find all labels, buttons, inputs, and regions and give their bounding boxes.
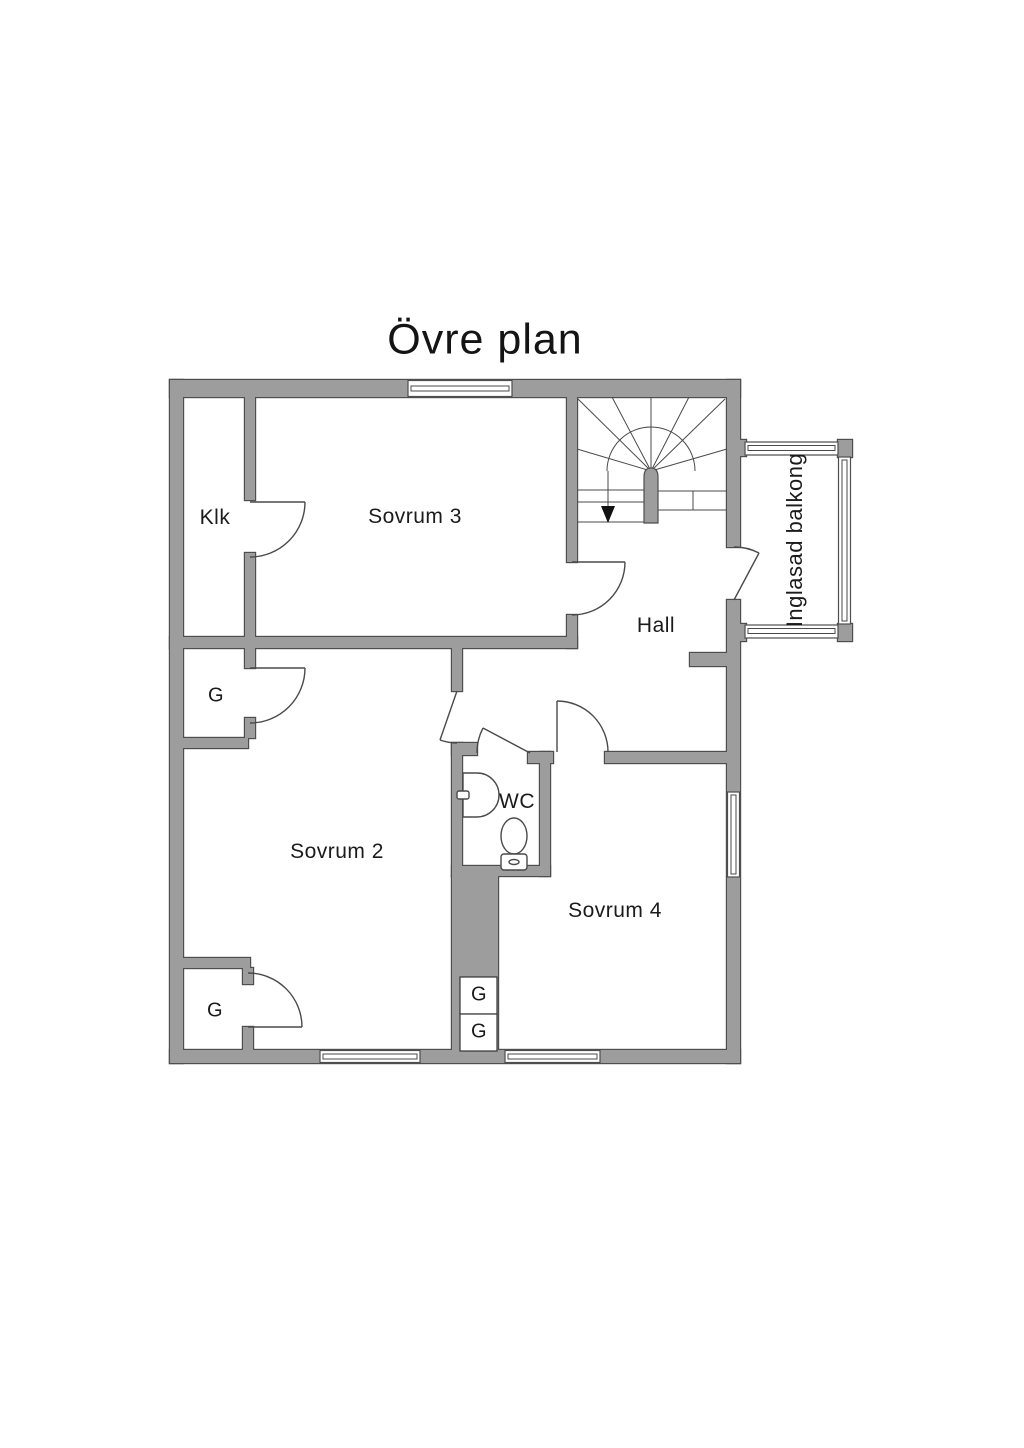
staircase <box>576 396 728 524</box>
balcony-glazing-bottom <box>744 624 839 639</box>
window-bottom-right <box>504 1049 601 1064</box>
closet-label-middle-bottom: G <box>470 1020 488 1043</box>
closet-label-middle-top: G <box>470 983 488 1006</box>
door-sovrum2 <box>439 690 458 744</box>
window-top <box>407 379 513 398</box>
balcony-glazing-top <box>744 441 839 456</box>
closet-label-lower-left: G <box>206 999 224 1022</box>
room-label-hall: Hall <box>636 614 676 637</box>
sink-tap-icon <box>456 790 470 800</box>
closet-box-bottom <box>459 1013 498 1052</box>
toilet-bowl-icon <box>500 817 528 855</box>
door-wc <box>476 727 531 754</box>
room-label-wc: WC <box>499 790 535 813</box>
closet-boxes <box>459 976 498 1052</box>
door-closet-upper-left <box>249 667 306 724</box>
door-sovrum3-hall <box>571 561 626 616</box>
room-label-sovrum3: Sovrum 3 <box>368 505 462 528</box>
sink-icon <box>462 772 500 818</box>
closet-label-upper-left: G <box>207 684 225 707</box>
room-label-sovrum2: Sovrum 2 <box>290 840 384 863</box>
page-title: Övre plan <box>387 315 583 364</box>
wc-fixtures <box>456 772 528 871</box>
walls <box>170 380 852 1063</box>
door-sovrum4 <box>556 700 609 753</box>
window-bottom-left <box>319 1049 421 1064</box>
room-label-klk: Klk <box>199 506 231 529</box>
door-klk <box>249 501 306 558</box>
door-closet-lower-left <box>247 972 303 1028</box>
room-label-balcony: Inglasad balkong <box>782 452 807 628</box>
walls <box>168 378 854 1065</box>
room-label-sovrum4: Sovrum 4 <box>568 899 662 922</box>
stair-newel <box>643 467 659 524</box>
toilet-button-icon <box>508 858 520 866</box>
closet-box-top <box>459 976 498 1015</box>
down-arrow-icon <box>601 506 615 523</box>
door-balcony <box>733 546 760 601</box>
window-right <box>726 791 741 878</box>
balcony-glazing-right <box>837 456 852 625</box>
